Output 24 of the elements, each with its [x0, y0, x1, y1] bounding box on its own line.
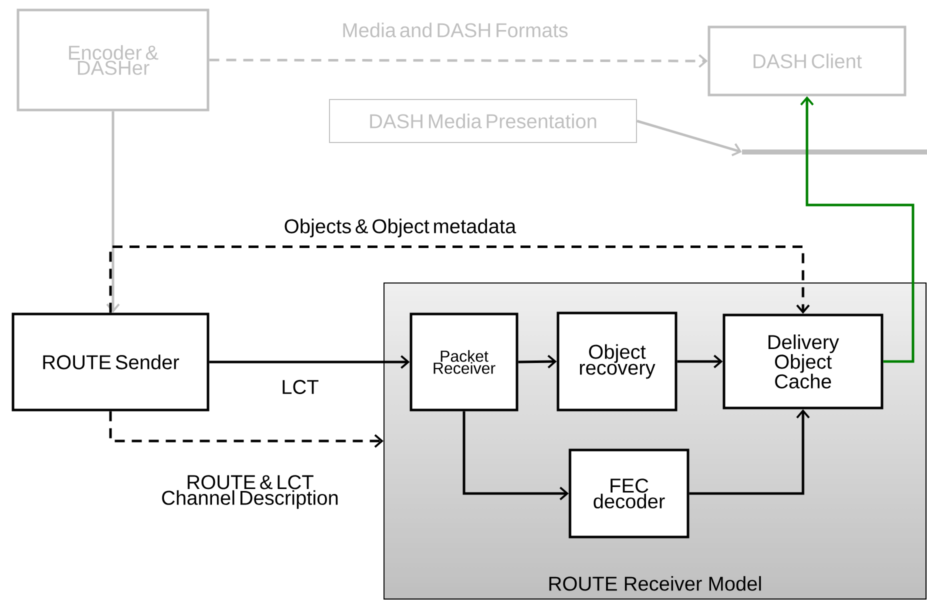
process-box: ROUTE Sender: [12, 312, 210, 412]
arrow: [689, 409, 810, 495]
edge-label: LCT: [282, 380, 318, 394]
arrow: [209, 54, 708, 68]
process-box: Object recovery: [556, 312, 678, 412]
arrow: [109, 246, 810, 314]
arrow: [462, 411, 569, 500]
arrow: [109, 411, 384, 448]
process-box: DASH Client: [708, 26, 906, 96]
bar: [742, 150, 927, 154]
edge-label: ROUTE & LCT Channel Description: [162, 475, 338, 509]
edge-label: Objects & Object metadata: [284, 218, 516, 238]
process-box: Delivery Object Cache: [722, 314, 884, 410]
process-box: Encoder & DASHer: [16, 8, 210, 112]
arrow: [518, 354, 557, 368]
arrow: [636, 120, 742, 156]
arrow: [800, 96, 914, 363]
edge-label: Media and DASH Formats: [343, 22, 568, 38]
arrow: [677, 354, 723, 368]
process-box: Packet Receiver: [410, 312, 518, 412]
text-box: DASH Media Presentation: [329, 99, 637, 143]
arrow: [106, 111, 120, 313]
arrow: [209, 355, 410, 369]
process-box: FEC decoder: [568, 448, 690, 538]
